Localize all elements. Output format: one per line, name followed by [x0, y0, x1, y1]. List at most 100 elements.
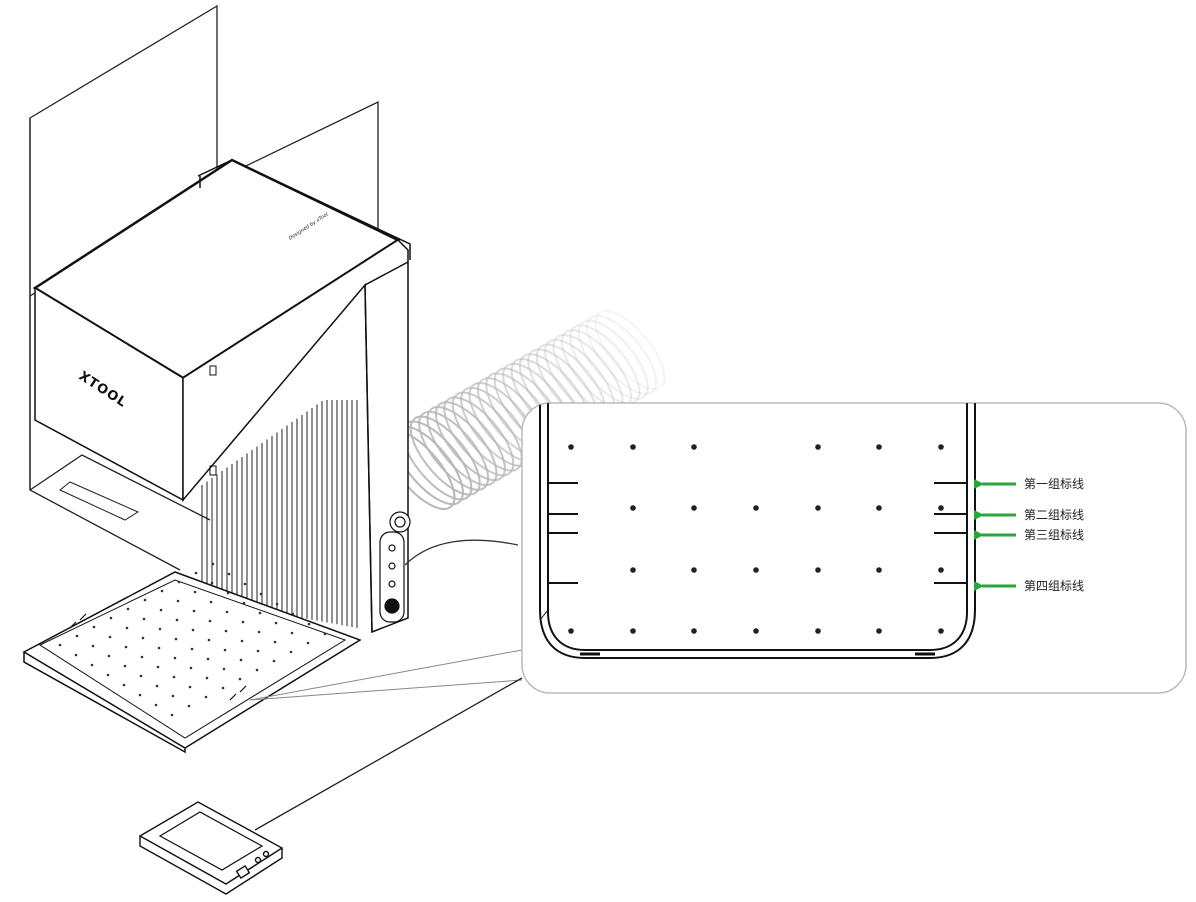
- base-hole: [122, 683, 126, 687]
- zoom-hole: [876, 628, 882, 634]
- base-hole: [291, 612, 295, 616]
- base-hole: [275, 602, 279, 606]
- zoom-hole: [691, 628, 697, 634]
- base-hole: [211, 562, 215, 566]
- base-hole: [123, 664, 127, 668]
- base-hole: [290, 631, 294, 635]
- zoom-hole: [630, 444, 636, 450]
- base-hole: [74, 653, 78, 657]
- base-holes: [58, 562, 327, 717]
- controller-box: [138, 801, 284, 895]
- base-hole: [92, 625, 96, 629]
- base-hole: [172, 675, 176, 679]
- hose-rib: [409, 415, 481, 496]
- base-hole: [191, 628, 195, 632]
- base-hole: [139, 674, 143, 678]
- zoom-hole: [815, 505, 821, 511]
- base-hole: [224, 629, 228, 633]
- base-hole: [138, 693, 142, 697]
- base-hole: [157, 646, 161, 650]
- base-hole: [106, 673, 110, 677]
- exhaust-hose: [384, 310, 666, 510]
- base-hole: [58, 643, 62, 647]
- zoom-hole: [815, 567, 821, 573]
- base-hole: [206, 657, 210, 661]
- zoom-hole: [691, 444, 697, 450]
- controller-cable: [254, 677, 523, 831]
- base-hole: [126, 607, 130, 611]
- base-hole: [159, 608, 163, 612]
- base-hole: [243, 582, 247, 586]
- base-hole: [192, 609, 196, 613]
- base-hole: [175, 618, 179, 622]
- side-control-panel: [379, 511, 411, 623]
- base-hole: [306, 641, 310, 645]
- hose-rib: [434, 401, 506, 482]
- base-plate: [22, 571, 362, 754]
- hose-rib: [418, 410, 490, 491]
- zoom-hole: [691, 567, 697, 573]
- base-hole: [323, 632, 327, 636]
- shield-panels: [29, 4, 379, 571]
- callout-label: 第二组标线: [1024, 508, 1084, 522]
- base-hole: [274, 621, 278, 625]
- base-hole: [158, 627, 162, 631]
- zoom-hole: [630, 505, 636, 511]
- base-hole: [207, 638, 211, 642]
- base-hole: [189, 666, 193, 670]
- base-hole: [272, 659, 276, 663]
- zoom-hole: [876, 505, 882, 511]
- zoom-hole: [815, 628, 821, 634]
- front-mark: [209, 465, 217, 476]
- zoom-holes: [568, 444, 944, 634]
- base-hole: [142, 617, 146, 621]
- base-hole: [187, 704, 191, 708]
- zoom-hole: [938, 567, 944, 573]
- base-hole: [255, 668, 259, 672]
- base-hole: [194, 571, 198, 575]
- base-hole: [188, 685, 192, 689]
- base-hole: [239, 658, 243, 662]
- zoom-hole: [753, 628, 759, 634]
- hose-rib: [569, 324, 641, 405]
- base-hole: [140, 655, 144, 659]
- base-hole: [173, 656, 177, 660]
- base-hole: [221, 686, 225, 690]
- base-hole: [256, 649, 260, 653]
- callout-label: 第三组标线: [1024, 528, 1084, 542]
- base-hole: [193, 590, 197, 594]
- base-hole: [160, 589, 164, 593]
- base-hole: [156, 665, 160, 669]
- base-hole: [222, 667, 226, 671]
- base-hole: [259, 592, 263, 596]
- zoom-connector: [249, 649, 523, 701]
- base-hole: [242, 601, 246, 605]
- base-hole: [238, 677, 242, 681]
- base-hole: [91, 644, 95, 648]
- zoom-hole: [815, 444, 821, 450]
- heat-sink-fins: [201, 400, 358, 628]
- base-hole: [155, 684, 159, 688]
- zoom-hole: [753, 567, 759, 573]
- zoom-hole: [630, 567, 636, 573]
- zoom-detail-panel: [521, 402, 1187, 694]
- zoom-hole: [753, 505, 759, 511]
- base-hole: [241, 620, 245, 624]
- hose-rib: [586, 314, 658, 395]
- callout-label: 第一组标线: [1024, 477, 1084, 491]
- hose-rib: [426, 406, 498, 486]
- hose-rib: [594, 310, 666, 390]
- base-hole: [209, 600, 213, 604]
- base-hole: [109, 616, 113, 620]
- hose-rib: [443, 396, 515, 477]
- base-hole: [226, 591, 230, 595]
- hose-rib: [577, 319, 649, 400]
- base-rulings: [69, 613, 247, 701]
- zoom-hole: [630, 628, 636, 634]
- base-hole: [170, 713, 174, 717]
- base-hole: [125, 626, 129, 630]
- base-hole: [273, 640, 277, 644]
- zoom-hole: [938, 444, 944, 450]
